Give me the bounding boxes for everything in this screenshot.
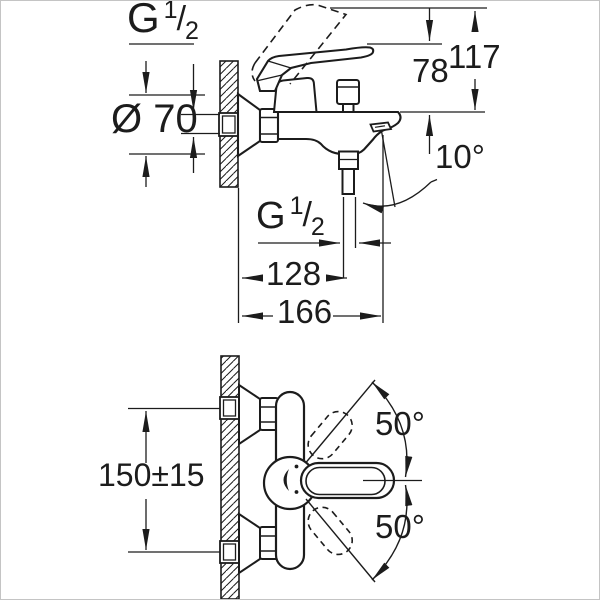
aerator-angle-label: 10° [435, 138, 485, 175]
inlet-fitting-side [218, 112, 239, 137]
escutcheon-diameter-label: Ø 70 [111, 97, 198, 141]
wall-to-outlet-label: 128 [266, 255, 322, 292]
upper-escutcheon-plan [238, 383, 261, 446]
shower-outlet-pipe [338, 150, 359, 195]
escutcheon-side [236, 91, 262, 158]
lever-raised-dashed [251, 3, 348, 85]
dimension-lines-side [129, 7, 487, 323]
diverter-knob [336, 79, 360, 112]
handle-swing-lower-label: 50° [375, 508, 425, 545]
raised-lever-height-label: 117 [448, 38, 501, 75]
dimension-lines-plan [128, 379, 422, 583]
lower-inlet-plan [219, 540, 240, 564]
lower-escutcheon-plan [238, 512, 261, 575]
handle-rotated-down-dashed [307, 506, 354, 556]
lever-handle-side [255, 46, 375, 93]
cartridge-cover [272, 76, 318, 113]
upper-inlet-plan [219, 396, 240, 420]
handle-hub-marks [283, 464, 299, 494]
union-nut-side [259, 108, 279, 143]
plan-view [128, 355, 422, 599]
handle-swing-upper-label: 50° [375, 405, 425, 442]
side-elevation-view [129, 3, 487, 323]
inlet-spacing-label: 150±15 [98, 457, 205, 493]
lever-height-label: 78 [412, 52, 449, 89]
wall-to-spout-label: 166 [277, 293, 333, 330]
handle-rotated-up-dashed [307, 410, 354, 460]
spout-aerator [369, 121, 393, 133]
